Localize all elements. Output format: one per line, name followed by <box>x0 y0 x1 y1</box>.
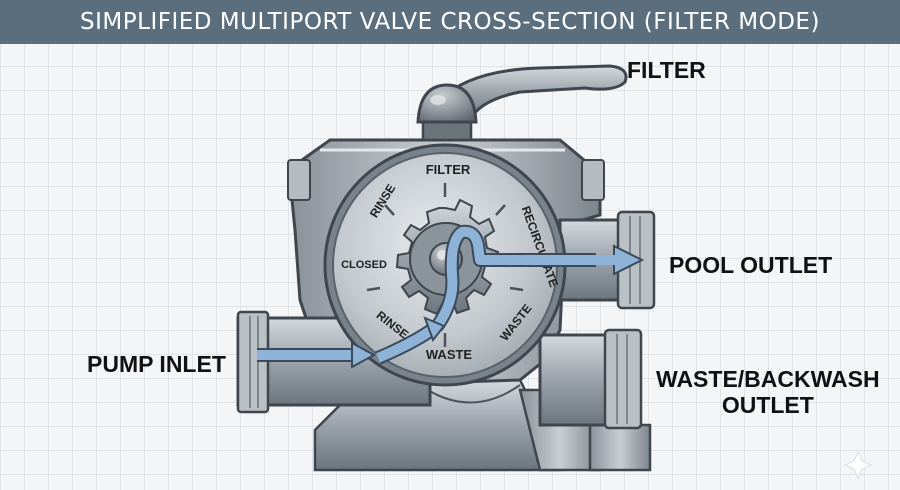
waste-outlet-pipe <box>538 328 643 430</box>
handle-label: FILTER <box>627 57 706 83</box>
dial-position-label: WASTE <box>426 347 473 362</box>
dial-position-label: FILTER <box>426 162 471 177</box>
page-title: SIMPLIFIED MULTIPORT VALVE CROSS-SECTION… <box>80 9 820 35</box>
sparkle-icon <box>843 450 873 480</box>
mid-flow-arrow-head <box>423 316 446 343</box>
waste-backwash-label: WASTE/BACKWASH OUTLET <box>656 366 880 418</box>
pump-inlet-label: PUMP INLET <box>87 351 226 377</box>
dial-position-label: CLOSED <box>341 259 387 271</box>
inlet-flow-arrow-head <box>351 341 377 369</box>
flow-path <box>257 224 645 369</box>
title-bar: SIMPLIFIED MULTIPORT VALVE CROSS-SECTION… <box>0 0 900 44</box>
pool-outlet-label: POOL OUTLET <box>669 252 833 278</box>
waste-label-line2: OUTLET <box>721 392 814 418</box>
waste-label-line1: WASTE/BACKWASH <box>656 366 880 392</box>
valve-handle[interactable] <box>416 64 628 142</box>
